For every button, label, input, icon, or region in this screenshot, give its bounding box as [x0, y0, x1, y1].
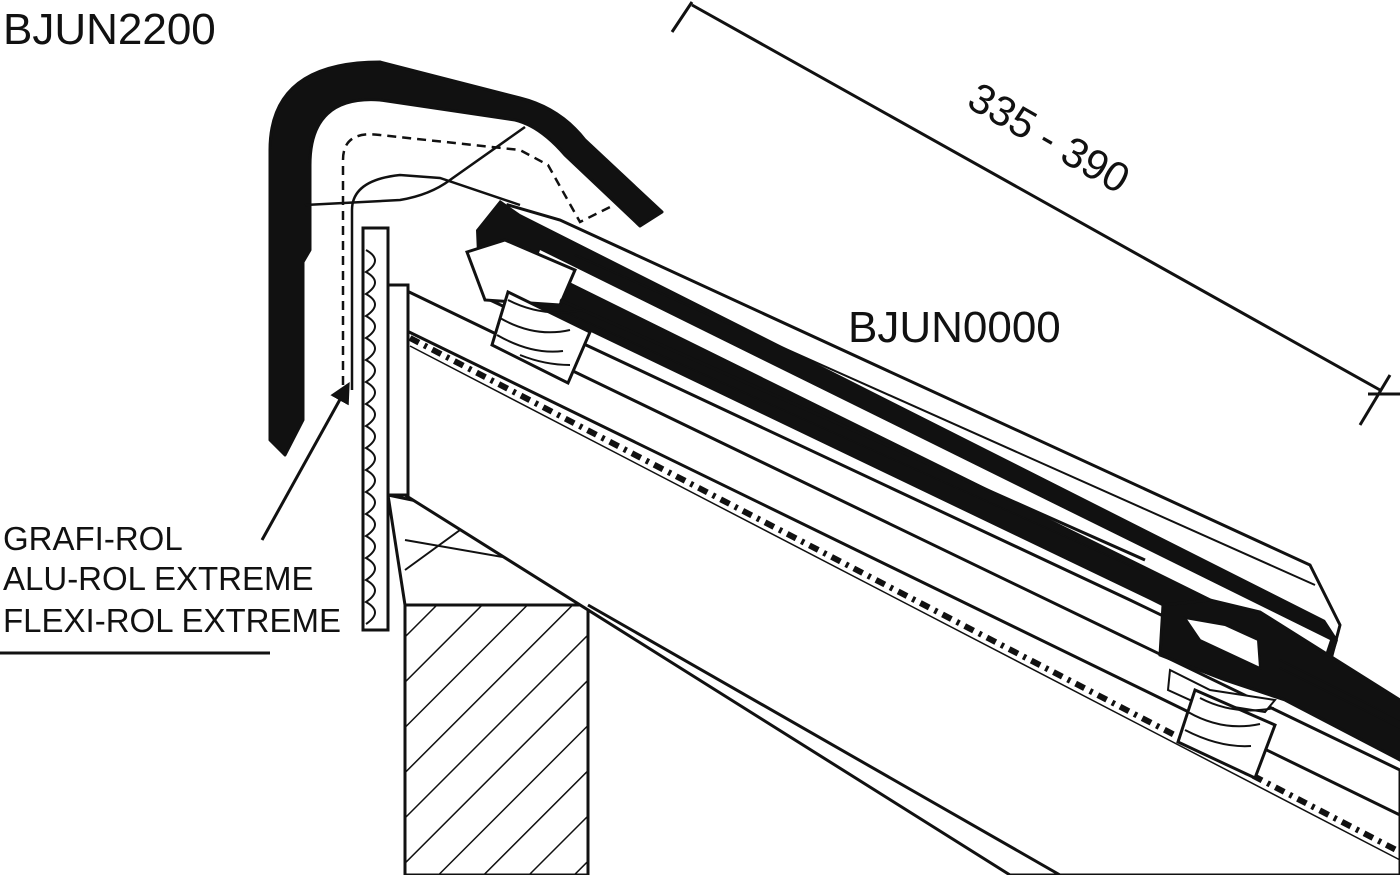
ridge-beam	[403, 603, 590, 875]
roof-tile-lower	[1158, 598, 1400, 762]
product-label: FLEXI-ROL EXTREME	[3, 602, 341, 639]
batten-upper	[490, 289, 592, 386]
leader-arrow	[0, 381, 350, 655]
batten-lower	[1176, 687, 1277, 781]
ridge-tile-code-label: BJUN2200	[3, 5, 216, 54]
roof-tile-upper	[465, 200, 1342, 684]
product-label: ALU-ROL EXTREME	[3, 560, 314, 597]
ridge-tile	[268, 60, 664, 457]
product-list: GRAFI-ROL ALU-ROL EXTREME FLEXI-ROL EXTR…	[3, 520, 341, 639]
dimension-line	[670, 1, 1400, 426]
product-label: GRAFI-ROL	[3, 520, 183, 557]
roof-tile-code-label: BJUN0000	[848, 303, 1061, 352]
ridge-roll-seal	[361, 226, 410, 632]
dimension-label: 335 - 390	[961, 73, 1138, 202]
